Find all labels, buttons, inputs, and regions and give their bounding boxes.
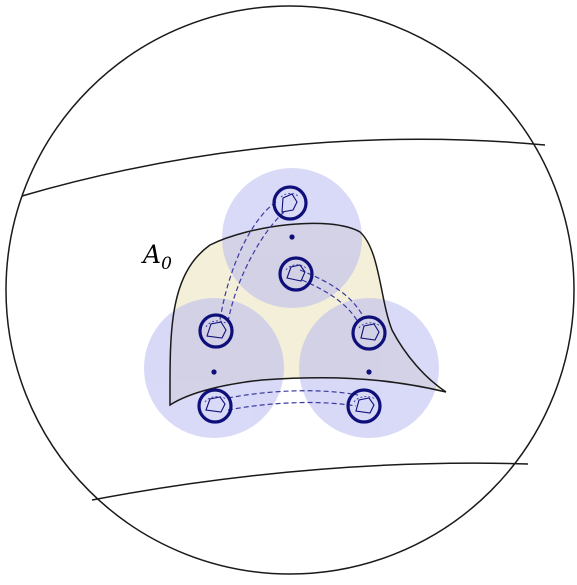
region-a0-label-subscript: 0: [161, 254, 172, 274]
tube-top-left-b: [227, 211, 285, 323]
upper-band-curve: [21, 138, 546, 197]
dot-right: [366, 369, 372, 375]
ring-middle: [278, 256, 314, 292]
ring-right-upper: [351, 315, 387, 351]
ring-left-lower: [197, 388, 233, 424]
ring-left-upper: [198, 313, 234, 349]
tube-bottom-a: [227, 390, 359, 399]
ring-top: [272, 185, 308, 221]
dot-top: [289, 234, 295, 240]
outer-disk: [5, 5, 575, 575]
region-a0-outline: [169, 222, 447, 407]
dot-left: [211, 369, 217, 375]
region-a0-label-main: A: [141, 240, 161, 269]
ring-right-lower: [346, 388, 382, 424]
tube-bottom-b: [227, 401, 357, 411]
blue-disk-group: [144, 168, 439, 438]
region-a0-label: A0: [141, 240, 172, 274]
lower-band-curve: [91, 462, 529, 501]
tube-top-left-a: [219, 201, 277, 321]
blue-disk-left: [144, 298, 284, 438]
center-dots: [211, 234, 372, 375]
tube-mid-right-a: [299, 269, 365, 319]
